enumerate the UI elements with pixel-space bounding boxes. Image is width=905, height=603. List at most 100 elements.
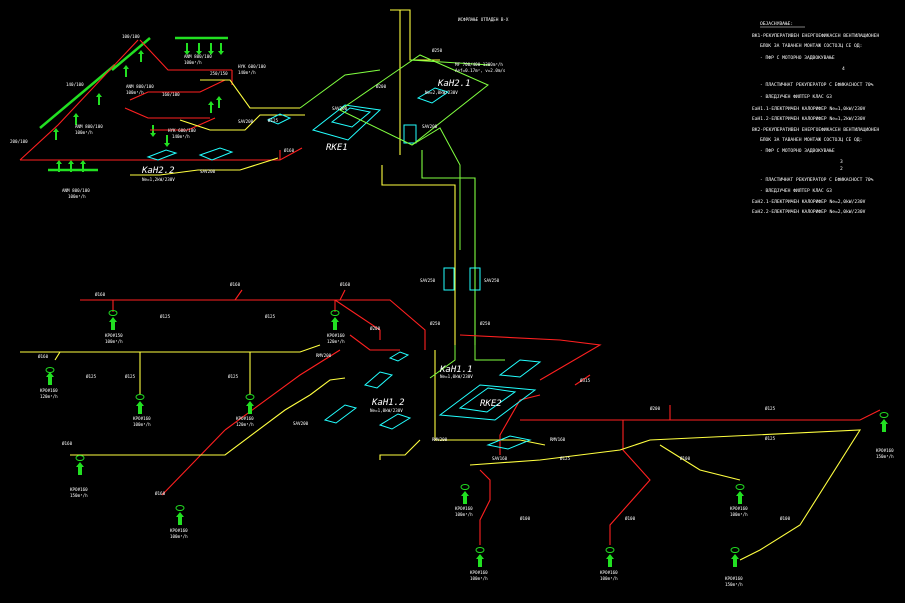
- outlet-name: KPO#160: [600, 570, 618, 575]
- upper-left-grilles: [39, 36, 228, 172]
- duct-label: Ø160: [230, 282, 241, 287]
- unit-name: RKE2: [480, 399, 502, 409]
- duct-label: Ø125: [160, 314, 171, 319]
- outlet-flow: 100m³/h: [170, 534, 188, 539]
- legend-line: - ПЛАСТИЧНАТ РЕКУПЕРАТОР С ЕФИКАСНОСТ 70…: [760, 82, 874, 88]
- lower-unit: [323, 351, 542, 450]
- outlet-name: KPO#150: [105, 333, 123, 338]
- duct-label: Ø160: [340, 282, 351, 287]
- rmv-label: RMV200: [432, 437, 448, 442]
- legend-line: ВК2-РЕКУПЕРАТИВЕН ЕНЕРГОЕФИКАСЕН ВЕНТИЛА…: [752, 127, 879, 133]
- outlet-name: KPO#160: [133, 416, 151, 421]
- outlet-name: KPO#160: [236, 416, 254, 421]
- duct-label: Ø100: [680, 456, 691, 461]
- legend-line: БЛОК ЗА ТАВАНЕН МОНТАЖ СОСТОЈЦ СЕ ОД:: [760, 43, 862, 49]
- grille-name: ANM 800/100: [75, 124, 103, 129]
- duct-label: Ø125: [265, 314, 276, 319]
- duct-label: Ø250: [480, 321, 491, 326]
- lower-fresh-air-frame: [429, 345, 505, 379]
- outlet-flow: 150m³/h: [70, 493, 88, 498]
- legend-line: EaH2.2-ЕЛЕКТРИЧЕН КАЛОРИФЕР Ne=2,0kW/230…: [752, 209, 866, 215]
- duct-label: Ø160: [38, 354, 49, 359]
- unit-spec: Ne=1,0kW/230V: [440, 374, 473, 379]
- upper-unit-labels: ИСФРЛАЊЕ ОТПАДЕН В-Х MF 700/400 1300m³/h…: [141, 17, 509, 283]
- legend-line: 4: [842, 66, 845, 72]
- unit-spec: Ne=2,0kW/230V: [425, 90, 458, 95]
- duct-label: Ø200: [370, 326, 381, 331]
- duct-label: 160/100: [162, 92, 180, 97]
- outlet-name: KPO#160: [470, 570, 488, 575]
- duct-label: Ø200: [376, 84, 387, 89]
- sav-label: SAV200: [200, 169, 216, 174]
- grille-name: HYK 600/100: [238, 64, 266, 69]
- legend-line: - ВЛЕДЈУЧЕН ФИЛТЕР КЛАС G3: [760, 188, 832, 194]
- legend-line: 2: [840, 166, 843, 172]
- duct-label: 140/100: [66, 82, 84, 87]
- lower-outlet-arrows: [46, 317, 888, 567]
- duct-label: Ø160: [155, 491, 166, 496]
- legend-line: EaH1.1-ЕЛЕКТРИЧЕН КАЛОРИФЕР Ne=1,0kW/230…: [752, 106, 866, 112]
- duct-label: Ø200: [650, 406, 661, 411]
- outlet-flow: 100m³/h: [105, 339, 123, 344]
- lower-return-ducts: [20, 344, 862, 561]
- upper-left-labels: 100/100 140/100 160/100 200/100 250/150 …: [10, 34, 443, 199]
- outlet-flow: 120m³/h: [327, 339, 345, 344]
- sav-label: SAV160: [492, 456, 508, 461]
- outlet-name: KPO#160: [327, 333, 345, 338]
- outlet-name: KPO#160: [70, 487, 88, 492]
- legend-line: - ПФР С МОТОРНО ЗАДВОКУВАЊЕ: [760, 148, 835, 154]
- grille-name: ANM 800/100: [126, 84, 154, 89]
- sav-label: SAV200: [293, 421, 309, 426]
- duct-label: Ø125: [765, 436, 776, 441]
- duct-label: 250/150: [210, 71, 228, 76]
- duct-label: Ø100: [625, 516, 636, 521]
- duct-label: Ø315: [580, 378, 591, 383]
- unit-name: KaH2.2: [141, 166, 175, 176]
- outlet-name: KPO#160: [730, 506, 748, 511]
- outlet-flow: 150m³/h: [876, 454, 894, 459]
- lower-labels: KaH1.1 Ne=1,0kW/230V KaH1.2 Ne=1,0kW/230…: [38, 282, 894, 587]
- duct-label: Ø250: [432, 48, 443, 53]
- duct-label: Ø160: [95, 292, 106, 297]
- sav-label: SAV250: [484, 278, 500, 283]
- duct-label: Ø125: [86, 374, 97, 379]
- outlet-flow: 100m³/h: [470, 576, 488, 581]
- grille-name: ANM 800/100: [62, 188, 90, 193]
- grille-flow: 140m³/h: [172, 134, 190, 139]
- outlet-name: KPO#160: [40, 388, 58, 393]
- outlet-flow: 100m³/h: [600, 576, 618, 581]
- outlet-flow: 120m³/h: [40, 394, 58, 399]
- outlet-flow: 100m³/h: [730, 512, 748, 517]
- sav-label: SAV200: [422, 124, 438, 129]
- duct-label: Ø125: [228, 374, 239, 379]
- fan-spec: Aef=0.17m², v=2.0m/s: [455, 68, 506, 73]
- outlet-flow: 100m³/h: [133, 422, 151, 427]
- legend: ОБЈАСНУВАЊЕ: ВК1-РЕКУПЕРАТИВЕН ЕНЕРГОЕФИ…: [752, 21, 879, 215]
- legend-line: EaH2.1-ЕЛЕКТРИЧЕН КАЛОРИФЕР Ne=2,0kW/230…: [752, 199, 866, 205]
- unit-name: RKE1: [326, 143, 348, 153]
- grille-name: ANM 800/100: [184, 54, 212, 59]
- duct-label: 100/100: [122, 34, 140, 39]
- upper-fresh-air-frame: [299, 54, 491, 250]
- unit-spec: Ne=1,2kW/230V: [142, 177, 175, 182]
- duct-label: Ø125: [268, 118, 279, 123]
- riser-ducts: [381, 150, 481, 345]
- upper-unit: [146, 87, 450, 161]
- lower-supply-ducts: [80, 289, 881, 545]
- upper-left-return-ducts: [130, 9, 440, 176]
- upper-left-supply-ducts: [19, 39, 303, 161]
- fan-label: MF 700/400 1300m³/h: [455, 62, 503, 67]
- legend-line: - ВЛЕДЈУЧЕН ФИЛТЕР КЛАС G3: [760, 94, 832, 100]
- duct-label: Ø160: [284, 148, 295, 153]
- exhaust-outlet-label: ИСФРЛАЊЕ ОТПАДЕН В-Х: [458, 17, 509, 22]
- unit-name: KaH2.1: [437, 79, 471, 89]
- grille-flow: 100m³/h: [184, 60, 202, 65]
- outlet-flow: 120m³/h: [236, 422, 254, 427]
- duct-label: Ø100: [780, 516, 791, 521]
- duct-label: Ø125: [125, 374, 136, 379]
- legend-line: ВК1-РЕКУПЕРАТИВЕН ЕНЕРГОЕФИКАСЕН ВЕНТИЛА…: [752, 33, 879, 39]
- legend-line: - ПЛАСТИЧНАТ РЕКУПЕРАТОР С ЕФИКАСНОСТ 70…: [760, 177, 874, 183]
- rmv-label: RMV160: [550, 437, 566, 442]
